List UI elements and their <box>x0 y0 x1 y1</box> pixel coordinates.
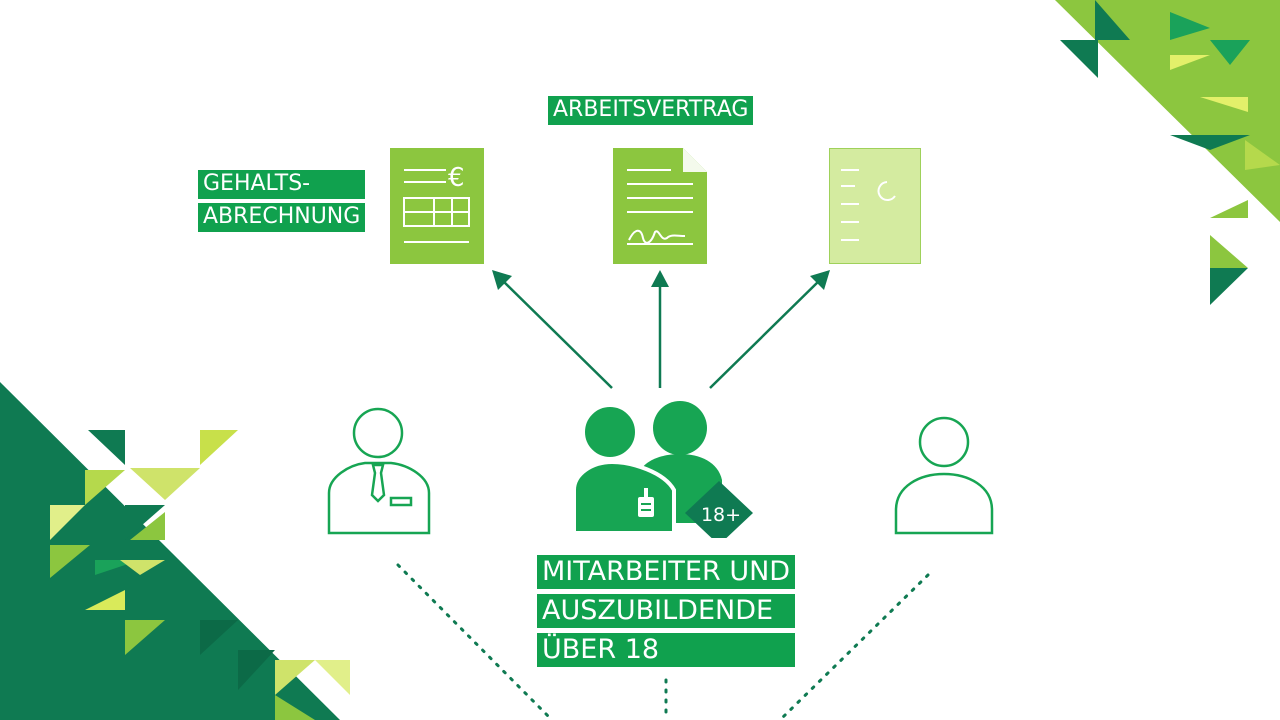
person-outline-icon <box>894 416 994 535</box>
payroll-label: GEHALTS- ABRECHNUNG <box>198 170 366 236</box>
dotted-connectors <box>396 563 930 720</box>
age-badge-diamond <box>685 481 753 538</box>
employee-tie-icon <box>327 407 431 535</box>
employees-group-icon: 18+ <box>572 401 753 538</box>
contract-document-icon <box>613 148 707 264</box>
faded-document-icon <box>829 148 921 264</box>
age-badge-text: 18+ <box>701 504 741 526</box>
svg-text:€: € <box>448 163 465 193</box>
contract-label: ARBEITSVERTRAG <box>548 96 754 125</box>
employee-group-label: MITARBEITER UND AUSZUBILDENDE ÜBER 18 <box>537 555 796 672</box>
payroll-document-icon: € <box>390 148 484 264</box>
